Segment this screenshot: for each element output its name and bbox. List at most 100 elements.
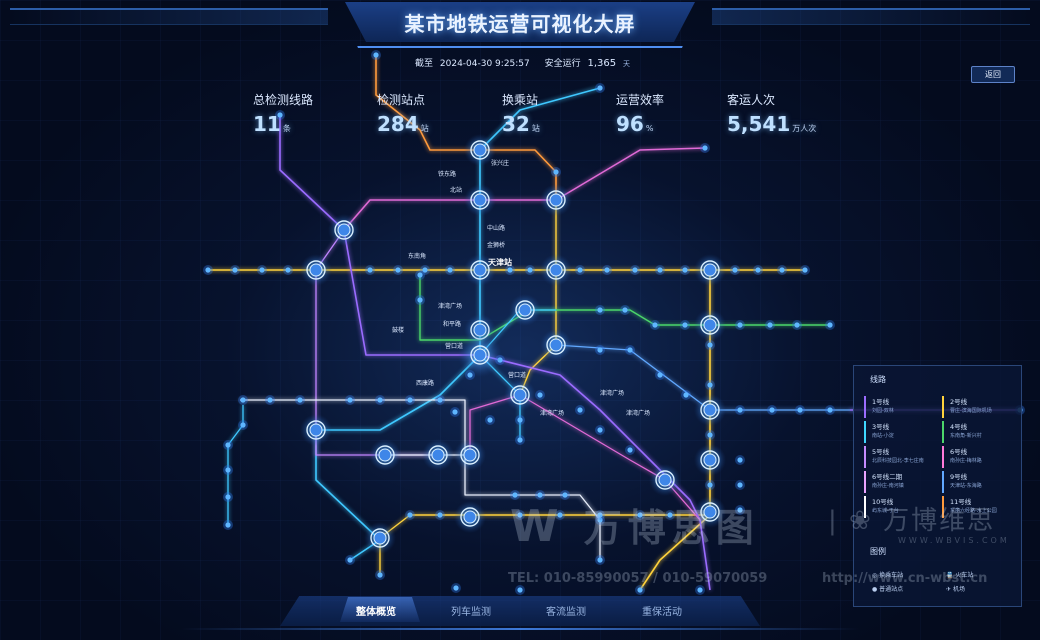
station-dot[interactable] bbox=[652, 322, 658, 328]
station-dot[interactable] bbox=[553, 169, 559, 175]
station-dot[interactable] bbox=[802, 267, 808, 273]
station-dot[interactable] bbox=[297, 397, 303, 403]
station-dot[interactable] bbox=[537, 492, 543, 498]
station-dot[interactable] bbox=[507, 267, 513, 273]
transfer-station[interactable] bbox=[470, 190, 490, 210]
transfer-station[interactable] bbox=[473, 348, 487, 362]
transfer-station[interactable] bbox=[546, 335, 566, 355]
station-dot[interactable] bbox=[452, 409, 458, 415]
transfer-station[interactable] bbox=[470, 140, 490, 160]
station-dot[interactable] bbox=[417, 272, 423, 278]
station-dot[interactable] bbox=[517, 437, 523, 443]
transfer-station[interactable] bbox=[334, 220, 354, 240]
station-dot[interactable] bbox=[377, 572, 383, 578]
transfer-station[interactable] bbox=[337, 223, 351, 237]
transfer-station[interactable] bbox=[373, 531, 387, 545]
station-dot[interactable] bbox=[597, 307, 603, 313]
station-dot[interactable] bbox=[637, 587, 643, 593]
transfer-station[interactable] bbox=[460, 507, 480, 527]
transfer-station[interactable] bbox=[700, 260, 720, 280]
legend-line-item[interactable]: 9号线天津站-东海路 bbox=[942, 471, 1020, 493]
transfer-station[interactable] bbox=[700, 502, 720, 522]
transfer-station[interactable] bbox=[703, 263, 717, 277]
transfer-station[interactable] bbox=[549, 338, 563, 352]
legend-line-item[interactable]: 5号线北辰科技园北-李七庄南 bbox=[864, 446, 942, 468]
station-dot[interactable] bbox=[667, 512, 673, 518]
station-dot[interactable] bbox=[377, 397, 383, 403]
transfer-station[interactable] bbox=[510, 385, 530, 405]
station-dot[interactable] bbox=[682, 322, 688, 328]
station-dot[interactable] bbox=[225, 494, 231, 500]
station-dot[interactable] bbox=[577, 407, 583, 413]
transfer-station[interactable] bbox=[700, 315, 720, 335]
station-dot[interactable] bbox=[707, 432, 713, 438]
transfer-station[interactable] bbox=[515, 300, 535, 320]
station-dot[interactable] bbox=[277, 112, 283, 118]
transfer-station[interactable] bbox=[549, 263, 563, 277]
transfer-station[interactable] bbox=[700, 450, 720, 470]
station-dot[interactable] bbox=[347, 397, 353, 403]
tab-key-events[interactable]: 重保活动 bbox=[642, 607, 682, 618]
transfer-station[interactable] bbox=[703, 318, 717, 332]
transfer-station[interactable] bbox=[463, 448, 477, 462]
transfer-station[interactable] bbox=[703, 505, 717, 519]
station-dot[interactable] bbox=[697, 587, 703, 593]
station-dot[interactable] bbox=[527, 267, 533, 273]
station-dot[interactable] bbox=[637, 512, 643, 518]
station-dot[interactable] bbox=[604, 267, 610, 273]
transfer-station[interactable] bbox=[463, 510, 477, 524]
transfer-station[interactable] bbox=[306, 260, 326, 280]
station-dot[interactable] bbox=[737, 482, 743, 488]
station-dot[interactable] bbox=[827, 407, 833, 413]
station-dot[interactable] bbox=[205, 267, 211, 273]
legend-line-item[interactable]: 2号线曹庄-滨海国际机场 bbox=[942, 396, 1020, 418]
station-dot[interactable] bbox=[702, 145, 708, 151]
legend-line-item[interactable]: 1号线刘园-双林 bbox=[864, 396, 942, 418]
station-dot[interactable] bbox=[557, 512, 563, 518]
legend-line-item[interactable]: 3号线南站-小淀 bbox=[864, 421, 942, 443]
transfer-station[interactable] bbox=[703, 453, 717, 467]
station-dot[interactable] bbox=[259, 267, 265, 273]
station-dot[interactable] bbox=[267, 397, 273, 403]
transfer-station[interactable] bbox=[655, 470, 675, 490]
station-dot[interactable] bbox=[577, 267, 583, 273]
station-dot[interactable] bbox=[767, 322, 773, 328]
station-dot[interactable] bbox=[827, 322, 833, 328]
transfer-station[interactable] bbox=[518, 303, 532, 317]
station-dot[interactable] bbox=[779, 267, 785, 273]
station-dot[interactable] bbox=[437, 397, 443, 403]
station-dot[interactable] bbox=[737, 322, 743, 328]
station-dot[interactable] bbox=[407, 397, 413, 403]
transfer-station[interactable] bbox=[306, 420, 326, 440]
transfer-station[interactable] bbox=[309, 423, 323, 437]
transfer-station[interactable] bbox=[473, 193, 487, 207]
station-dot[interactable] bbox=[682, 267, 688, 273]
station-dot[interactable] bbox=[407, 512, 413, 518]
legend-line-item[interactable]: 4号线东南角-新兴村 bbox=[942, 421, 1020, 443]
station-dot[interactable] bbox=[232, 267, 238, 273]
station-dot[interactable] bbox=[517, 512, 523, 518]
legend-line-item[interactable]: 6号线二期南孙庄-南河镇 bbox=[864, 471, 942, 493]
station-dot[interactable] bbox=[732, 267, 738, 273]
station-dot[interactable] bbox=[597, 557, 603, 563]
transfer-station[interactable] bbox=[513, 388, 527, 402]
station-dot[interactable] bbox=[707, 382, 713, 388]
station-dot[interactable] bbox=[737, 507, 743, 513]
station-dot[interactable] bbox=[417, 297, 423, 303]
station-dot[interactable] bbox=[657, 372, 663, 378]
transfer-station[interactable] bbox=[473, 263, 487, 277]
transfer-station[interactable] bbox=[460, 445, 480, 465]
station-dot[interactable] bbox=[447, 267, 453, 273]
station-dot[interactable] bbox=[597, 512, 603, 518]
station-dot[interactable] bbox=[627, 447, 633, 453]
station-dot[interactable] bbox=[769, 407, 775, 413]
transfer-station[interactable] bbox=[473, 143, 487, 157]
tab-train-monitor[interactable]: 列车监测 bbox=[451, 607, 491, 618]
transfer-station[interactable] bbox=[549, 193, 563, 207]
station-dot[interactable] bbox=[512, 492, 518, 498]
station-dot[interactable] bbox=[755, 267, 761, 273]
transfer-station[interactable] bbox=[703, 403, 717, 417]
station-dot[interactable] bbox=[707, 482, 713, 488]
station-dot[interactable] bbox=[395, 267, 401, 273]
station-dot[interactable] bbox=[517, 417, 523, 423]
